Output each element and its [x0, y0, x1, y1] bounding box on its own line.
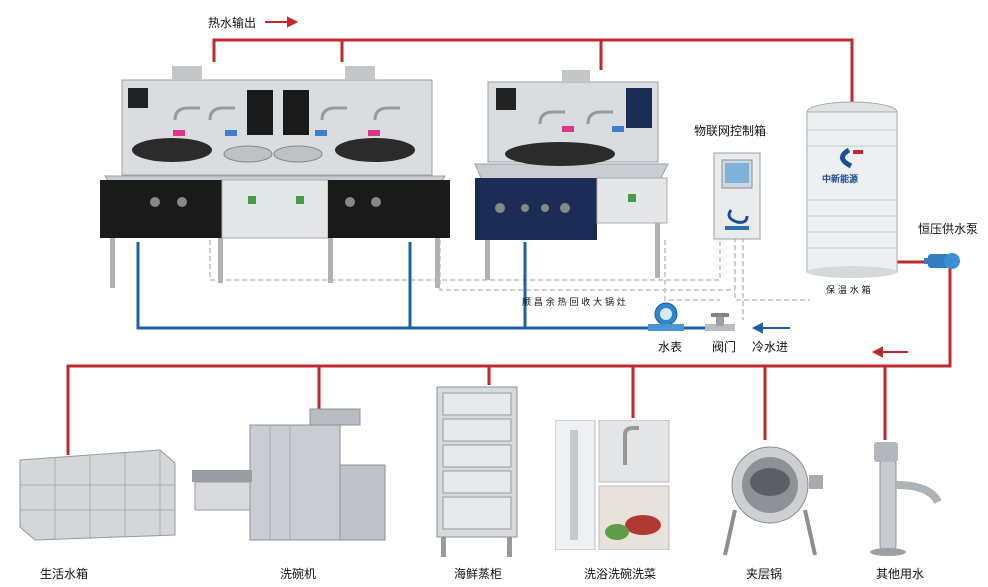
valve-icon: [705, 313, 735, 331]
cold-water-pipes: [136, 242, 730, 330]
consumer-label: 洗碗机: [280, 567, 317, 581]
jacketed-kettle: [723, 446, 823, 556]
tank-brand-text: 中新能源: [822, 175, 859, 185]
consumer-label: 生活水箱: [40, 567, 89, 581]
consumer-label: 海鲜蒸柜: [454, 567, 503, 581]
living-water-tank: [19, 449, 176, 541]
dishwasher: [192, 408, 386, 541]
consumer-label: 洗浴洗碗洗菜: [584, 567, 657, 581]
bath-wash-fixtures: [555, 420, 670, 550]
flow-arrows: [265, 16, 908, 358]
single-wok-stove: [474, 70, 669, 280]
seafood-steamer: [436, 386, 518, 557]
water-meter-label: 水表: [658, 340, 683, 354]
iot-control-box: [713, 152, 761, 240]
consumer-label: 其他用水: [876, 567, 925, 581]
stove-caption: 顺 昌 余 热 回 收 大 锅 灶: [522, 298, 626, 308]
hot-water-out-label: 热水输出: [208, 16, 257, 30]
insulated-tank-label: 保 温 水 箱: [826, 286, 871, 296]
pump-icon: [924, 253, 960, 269]
consumer-label: 夹层锅: [746, 567, 783, 581]
valve-label: 阀门: [712, 340, 737, 354]
insulated-tank: [806, 101, 898, 278]
cold-in-label: 冷水进: [752, 340, 789, 354]
double-wok-stove: [100, 66, 450, 288]
water-meter-icon: [648, 302, 684, 331]
cold-arrow: [751, 322, 790, 334]
iot-box-label: 物联网控制箱: [694, 124, 767, 138]
faucet: [870, 442, 942, 556]
pump-label: 恒压供水泵: [918, 222, 979, 236]
